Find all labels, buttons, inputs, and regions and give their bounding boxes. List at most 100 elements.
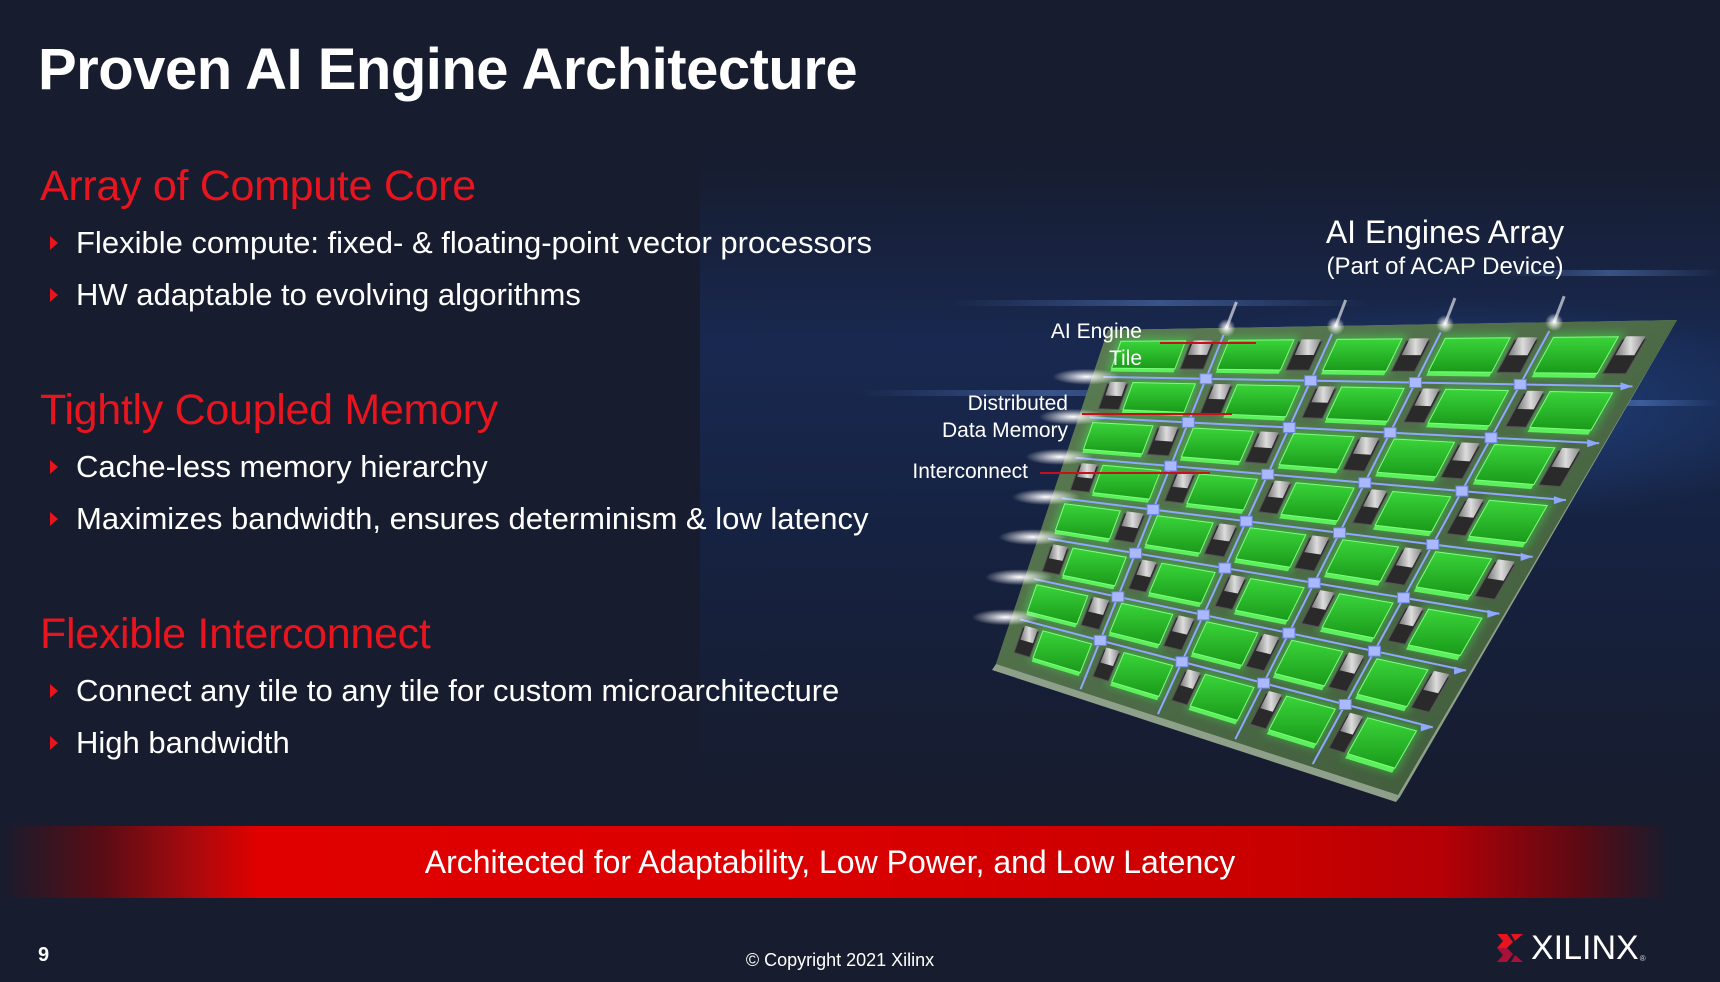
- interconnect-horizontal: [1089, 416, 1600, 445]
- data-memory-module: [1105, 381, 1127, 397]
- interconnect-horizontal: [1103, 375, 1633, 388]
- callout-text: Data Memory: [941, 419, 1068, 442]
- interconnect-arrow: [1454, 666, 1467, 675]
- data-memory-module: [1487, 559, 1515, 581]
- interconnect-switch: [1513, 378, 1527, 390]
- ai-engine-tile: [1189, 673, 1255, 721]
- light-beam: [1552, 295, 1566, 323]
- ai-engine-tile: [1109, 602, 1174, 646]
- bullet-text: Maximizes bandwidth, ensures determinism…: [76, 501, 869, 536]
- ai-engine-tile-pair: [1097, 379, 1202, 417]
- ai-engine-tile-pair: [1351, 486, 1458, 538]
- data-memory-module: [1077, 463, 1098, 479]
- data-memory-module: [1020, 625, 1038, 644]
- bullet-item: High bandwidth: [40, 717, 839, 769]
- callout-line-tile: [1160, 342, 1256, 344]
- interconnect-arrow: [1553, 496, 1566, 505]
- ai-engine-tile-pair: [1078, 418, 1181, 459]
- interconnect-switch: [1426, 538, 1440, 550]
- data-memory-module: [1260, 691, 1282, 712]
- section-heading: Array of Compute Core: [40, 162, 476, 210]
- ai-engine-tile-pair: [1468, 439, 1582, 491]
- ai-engine-tile: [1191, 621, 1259, 666]
- interconnect-switch: [1332, 527, 1346, 539]
- diagram-title-block: AI Engines Array (Part of ACAP Device): [1260, 214, 1630, 281]
- ai-engine-tile: [1026, 584, 1089, 625]
- light-flare: [1038, 408, 1107, 425]
- bullet-text: HW adaptable to evolving algorithms: [76, 277, 581, 312]
- data-memory-module: [1615, 336, 1646, 356]
- interconnect-switch: [1338, 698, 1352, 710]
- interconnect-switch: [1111, 591, 1125, 603]
- data-memory-module: [1304, 535, 1330, 555]
- ai-engine-tile-pair: [1140, 511, 1239, 559]
- ai-engine-tile-pair: [1421, 333, 1539, 378]
- light-flares: [971, 295, 1566, 626]
- callout-interconnect: Interconnect: [860, 458, 1028, 485]
- data-memory-module: [1294, 339, 1321, 355]
- bullet-text: Flexible compute: fixed- & floating-poin…: [76, 225, 873, 260]
- section-memory: Tightly Coupled Memory Cache-less memory…: [40, 386, 869, 545]
- interconnect-switch: [1239, 515, 1253, 527]
- light-flare: [971, 609, 1040, 626]
- interconnect-switch: [1484, 432, 1498, 444]
- light-beam: [1443, 297, 1457, 325]
- bullet-item: Connect any tile to any tile for custom …: [40, 665, 839, 717]
- light-beam: [1334, 299, 1348, 327]
- ai-engine-tile: [1321, 593, 1394, 639]
- page-number: 9: [38, 944, 50, 966]
- light-flare: [1025, 448, 1094, 465]
- light-streak: [860, 390, 1240, 396]
- light-flare: [985, 569, 1054, 586]
- tile-grid: [1013, 332, 1647, 775]
- ai-engine-tile-pair: [1163, 470, 1264, 516]
- data-memory-module: [1362, 489, 1387, 508]
- interconnect-switch: [1408, 377, 1422, 389]
- interconnect-arrow: [1587, 439, 1600, 448]
- data-memory-module: [1352, 436, 1380, 455]
- ai-engine-tile: [1274, 639, 1344, 687]
- ai-engine-tile-pair: [1370, 434, 1482, 483]
- light-flare: [1012, 489, 1080, 505]
- bullet-text: Connect any tile to any tile for custom …: [76, 673, 840, 708]
- data-memory-module: [1100, 647, 1120, 667]
- ai-engine-tile: [1468, 499, 1549, 544]
- slide-title: Proven AI Engine Architecture: [38, 37, 858, 102]
- ai-engine-tile-pair: [1104, 598, 1196, 651]
- data-memory-module: [1395, 547, 1422, 568]
- ai-engine-tile-pair: [1022, 580, 1111, 631]
- ai-engine-tile-pair: [1092, 647, 1178, 703]
- light-streak: [1500, 270, 1720, 276]
- ai-engine-tile: [1234, 578, 1305, 622]
- ai-engine-tile-pair: [1257, 478, 1361, 527]
- bullet-text: High bandwidth: [76, 725, 290, 760]
- data-memory-module: [1136, 559, 1157, 578]
- ai-engine-tile: [1268, 695, 1337, 745]
- ai-engine-tile: [1235, 527, 1307, 568]
- ai-engine-tile-pair: [1268, 635, 1366, 693]
- interconnect-arrow: [1487, 609, 1500, 618]
- bullet-text: Cache-less memory hierarchy: [76, 449, 488, 484]
- copyright-notice: © Copyright 2021 Xilinx: [745, 950, 935, 970]
- interconnect-switch: [1282, 627, 1296, 639]
- interconnect-switch: [1218, 562, 1232, 574]
- ai-engine-tile: [1180, 427, 1255, 463]
- ai-engine-tile-pair: [1328, 712, 1423, 775]
- ai-engine-tile-pair: [1526, 332, 1647, 379]
- bullet-item: Maximizes bandwidth, ensures determinism…: [40, 493, 869, 545]
- tagline-text: Architected for Adaptability, Low Power,…: [424, 844, 1236, 880]
- interconnect-horizontal: [1075, 456, 1567, 502]
- ai-engine-tile-pair: [1050, 499, 1146, 544]
- ai-engine-tile: [1223, 384, 1301, 418]
- interconnect-horizontal: [1061, 497, 1533, 558]
- ai-engine-tile: [1092, 464, 1162, 500]
- ai-engine-tile: [1427, 337, 1511, 373]
- ai-engine-tile-pair: [1199, 380, 1306, 422]
- interconnect-switch: [1282, 422, 1296, 434]
- interconnect-switch: [1358, 477, 1372, 489]
- data-memory-module: [1180, 669, 1201, 689]
- data-memory-module: [1401, 338, 1430, 356]
- ai-engine-tile: [1148, 562, 1216, 604]
- interconnect-arrow: [1620, 382, 1633, 391]
- ai-engine-tile: [1111, 652, 1174, 698]
